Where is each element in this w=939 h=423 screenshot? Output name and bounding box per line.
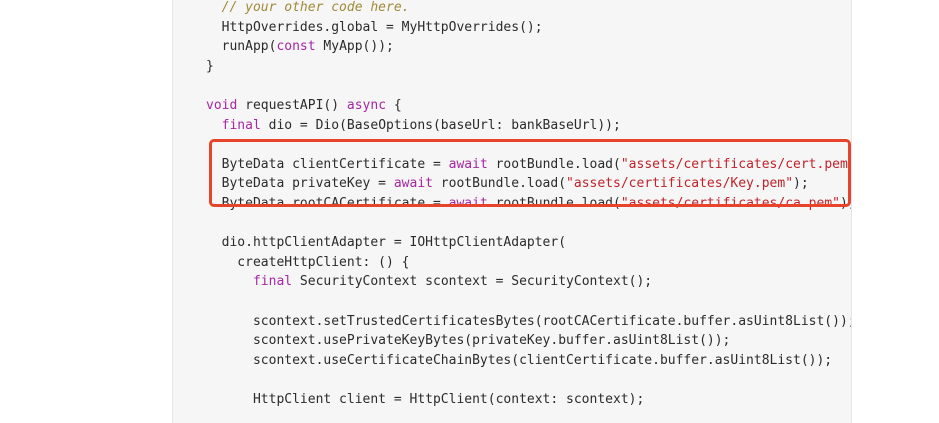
code-text: scontext.usePrivateKeyBytes(privateKey.b… [206,333,731,349]
code-lines: // your other code here. HttpOverrides.g… [173,0,851,423]
code-line: void requestAPI() async { [206,96,402,116]
code-line: // your other code here. [206,0,410,18]
code-text: ); [840,196,851,211]
code-text: runApp( [206,39,277,55]
code-line: runApp(const MyApp()); [206,37,394,57]
code-text [206,118,222,133]
code-text: ByteData privateKey = [206,176,394,192]
code-comment: // your other code here. [206,0,410,15]
code-text: rootBundle.load( [487,196,621,211]
code-keyword: void [206,98,238,113]
code-text: rootBundle.load( [432,176,567,192]
code-line: ByteData privateKey = await rootBundle.l… [206,174,809,194]
code-line: HttpClient client = HttpClient(context: … [206,390,644,410]
code-text: ); [793,176,809,192]
code-text: scontext.useCertificateChainBytes(client… [206,352,833,368]
code-text: requestAPI() [237,98,347,113]
code-text: { [386,98,402,113]
code-text: MyApp()); [315,39,394,55]
code-text: SecurityContext scontext = SecurityConte… [292,274,653,290]
code-line: dio.httpClientAdapter = IOHttpClientAdap… [206,233,566,253]
code-keyword: await [448,196,488,211]
code-keyword: await [393,176,433,192]
code-keyword: async [346,98,387,113]
code-line: final dio = Dio(BaseOptions(baseUrl: ban… [206,116,621,136]
code-line: final SecurityContext scontext = Securit… [206,272,652,292]
code-block: // your other code here. HttpOverrides.g… [172,0,852,423]
code-line: scontext.setTrustedCertificatesBytes(roo… [206,312,852,332]
code-line: scontext.usePrivateKeyBytes(privateKey.b… [206,331,730,351]
code-text [206,274,253,289]
code-text: ByteData clientCertificate = [206,156,449,172]
code-line: } [206,57,214,77]
code-text: dio = Dio(BaseOptions(baseUrl: bankBaseU… [260,117,621,133]
code-text: scontext.setTrustedCertificatesBytes(roo… [206,313,852,329]
code-line: scontext.useCertificateChainBytes(client… [206,351,832,371]
code-line: ByteData rootCACertificate = await rootB… [206,194,851,214]
code-line: HttpOverrides.global = MyHttpOverrides()… [206,18,543,38]
code-text: } [206,58,214,74]
code-string: "assets/certificates/ca.pem" [620,196,840,211]
code-text: createHttpClient: () { [206,254,410,270]
code-text: HttpClient client = HttpClient(context: … [206,392,645,407]
code-keyword: const [276,39,316,55]
code-text: HttpOverrides.global = MyHttpOverrides()… [206,19,543,35]
code-text: dio.httpClientAdapter = IOHttpClientAdap… [206,235,567,251]
code-line: ByteData clientCertificate = await rootB… [206,155,852,175]
code-string: "assets/certificates/Key.pem" [566,176,794,192]
code-keyword: await [448,156,488,172]
code-line: createHttpClient: () { [206,253,410,273]
code-text: rootBundle.load( [487,156,621,172]
code-text: ByteData rootCACertificate = [206,196,449,211]
code-keyword: final [252,274,293,290]
code-string: "assets/certificates/cert.pem" [620,156,852,172]
code-keyword: final [221,117,261,133]
